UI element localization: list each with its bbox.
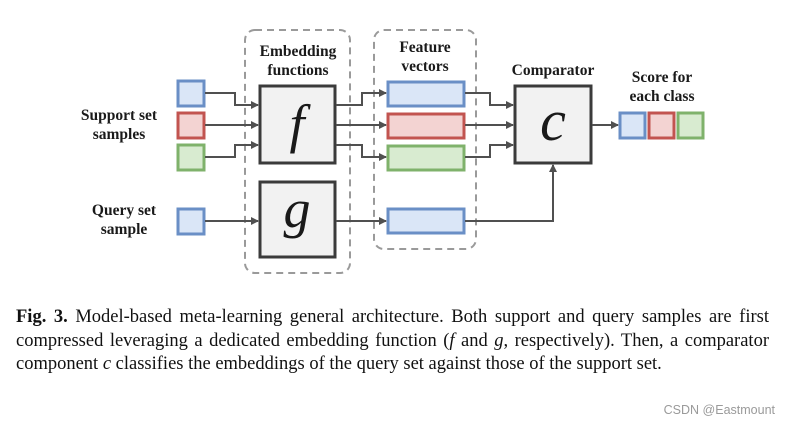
feature-group-box	[373, 29, 477, 250]
comparator-box	[513, 84, 593, 165]
comparator-label: Comparator	[511, 62, 595, 79]
caption-c: c	[102, 354, 112, 374]
query-set-label: Query set sample	[91, 202, 157, 238]
embedding-functions-label: Embedding functions	[259, 43, 337, 79]
embedding-group-box	[244, 29, 351, 274]
caption-fig-label: Fig. 3.	[16, 307, 68, 327]
score-label: Score for each class	[629, 69, 695, 105]
g-function-box	[258, 180, 337, 259]
caption-part-2: and	[454, 330, 495, 351]
support-sample-blue	[176, 79, 206, 108]
caption-part-3: , respectively). Then, a comparator comp…	[16, 330, 769, 375]
arrow-support-blue-to-f	[205, 92, 259, 109]
score-blue	[618, 111, 647, 140]
watermark: CSDN @Eastmount	[663, 403, 775, 417]
feature-vector-red	[386, 112, 466, 140]
arrow-green-vector-to-c	[465, 141, 514, 158]
support-sample-red	[176, 111, 206, 140]
support-set-label: Support set samples	[80, 107, 158, 143]
c-symbol: c	[540, 88, 566, 153]
score-red	[647, 111, 676, 140]
caption-f: f	[449, 330, 455, 351]
caption-part-1: Model-based meta-learning general archit…	[16, 307, 769, 351]
arrow-blue-vector-to-c	[465, 92, 514, 109]
arrow-query-vector-to-c	[465, 164, 557, 222]
feature-vector-green	[386, 144, 466, 172]
arrow-f-to-blue-vector	[336, 89, 387, 106]
arrow-support-green-to-f	[205, 141, 259, 158]
score-green	[676, 111, 705, 140]
arrow-f-to-green-vector	[336, 144, 387, 161]
feature-vector-blue	[386, 80, 466, 108]
g-symbol: g	[284, 179, 311, 239]
caption-part-4: classifies the embeddings of the query s…	[111, 354, 662, 374]
architecture-diagram: f g c	[176, 29, 705, 274]
query-feature-vector	[386, 207, 466, 235]
support-sample-green	[176, 143, 206, 172]
figure-caption: Fig. 3. Model-based meta-learning genera…	[16, 306, 769, 377]
feature-vectors-label: Feature vectors	[399, 39, 451, 75]
f-function-box	[258, 84, 337, 165]
query-sample-blue	[176, 207, 206, 236]
caption-g: g	[494, 330, 504, 351]
